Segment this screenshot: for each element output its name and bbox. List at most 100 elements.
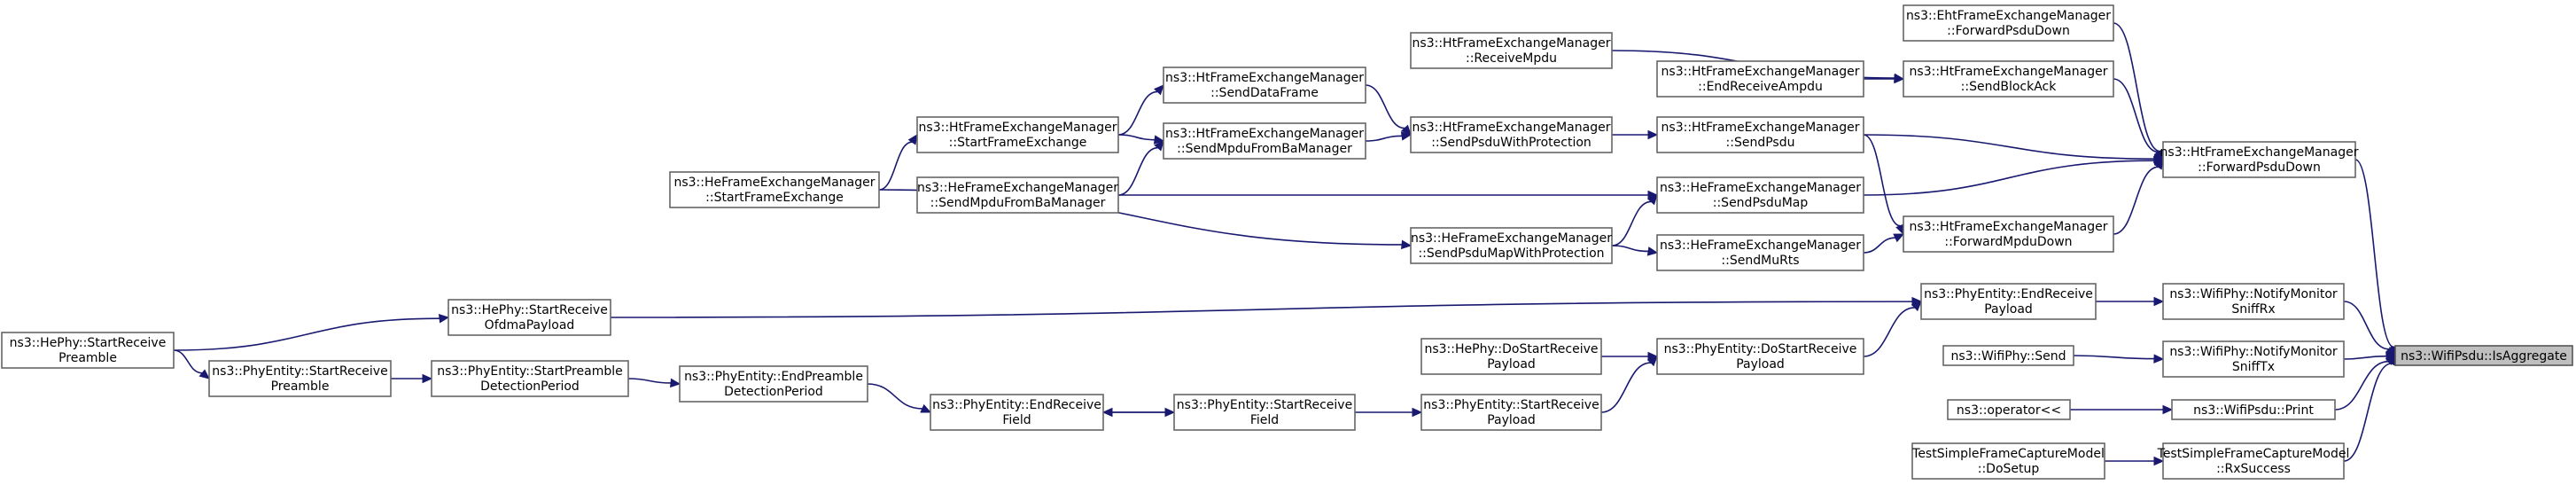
- node-label-line: ::ForwardPsduDown: [1947, 24, 2070, 38]
- edge-ht-fwdmpdu-to-he-sendmurts: [1863, 233, 1905, 254]
- node-label-line: ns3::HtFrameExchangeManager: [1413, 121, 1611, 135]
- edge-arrowhead: [907, 133, 918, 145]
- node-label-line: ns3::PhyEntity::StartReceive: [1423, 398, 1599, 412]
- edge-line: [1365, 135, 1403, 142]
- edge-ht-fwdpsdu-to-eht-fwd: [2113, 22, 2165, 161]
- edge-line: [1117, 146, 1158, 196]
- graph-node-he-startfe[interactable]: ns3::HeFrameExchangeManager::StartFrameE…: [669, 171, 880, 208]
- node-label-line: Preamble: [271, 379, 330, 394]
- edge-ht-startfe-to-he-startfe: [878, 133, 918, 191]
- edge-psdu-print-to-op-shl: [2070, 404, 2174, 415]
- node-label-line: OfdmaPayload: [485, 318, 575, 332]
- graph-node-pe-startpreamble[interactable]: ns3::PhyEntity::StartPreambleDetectionPe…: [431, 360, 629, 397]
- edge-pe-endrxpayload-to-pe-dostartrxpayload: [1863, 301, 1922, 357]
- graph-node-ht-sendpsdu[interactable]: ns3::HtFrameExchangeManager::SendPsdu: [1656, 116, 1864, 153]
- graph-node-he-sendmurts[interactable]: ns3::HeFrameExchangeManager::SendMuRts: [1656, 234, 1864, 271]
- node-box: [1656, 60, 1864, 98]
- graph-node-ht-sendmpduba[interactable]: ns3::HtFrameExchangeManager::SendMpduFro…: [1163, 122, 1366, 160]
- node-label-line: ns3::HtFrameExchangeManager: [1662, 121, 1860, 135]
- node-label-line: ns3::HeFrameExchangeManager: [1411, 231, 1612, 246]
- edge-ht-fwdpsdu-to-ht-sendpsdu: [1863, 134, 2165, 164]
- edge-arrowhead: [1401, 124, 1412, 136]
- edge-isagg-to-test-rxsuccess: [2343, 354, 2396, 462]
- node-label-line: ns3::HtFrameExchangeManager: [1165, 71, 1364, 85]
- edge-line: [2073, 355, 2155, 360]
- edges-layer: [173, 22, 2399, 466]
- edge-ht-sendpsdu-to-ht-sendpsduprot: [1611, 129, 1659, 140]
- edge-ht-senddata-to-ht-startfe: [1117, 84, 1164, 136]
- graph-node-ht-endrxampdu[interactable]: ns3::HtFrameExchangeManager::EndReceiveA…: [1656, 60, 1864, 98]
- graph-node-ht-sba[interactable]: ns3::HtFrameExchangeManager::SendBlockAc…: [1903, 60, 2114, 98]
- edge-line: [2354, 159, 2394, 348]
- edge-arrowhead: [2153, 158, 2164, 170]
- node-label-line: ::SendBlockAck: [1961, 80, 2058, 94]
- node-box: [1656, 116, 1864, 153]
- node-box: [2171, 399, 2336, 420]
- node-label-line: ::EndReceiveAmpdu: [1698, 80, 1823, 94]
- graph-node-psdu-print[interactable]: ns3::WifiPsdu::Print: [2171, 399, 2336, 420]
- node-box: [1420, 338, 1602, 375]
- node-label-line: ::DoSetup: [1978, 462, 2040, 476]
- graph-node-he-sendpsdumapprot[interactable]: ns3::HeFrameExchangeManager::SendPsduMap…: [1410, 227, 1613, 264]
- node-box: [1, 332, 175, 369]
- node-box: [431, 360, 629, 397]
- edge-he-sendpsdumap-to-he-sendpsdumapprot: [1611, 194, 1658, 246]
- node-label-line: ::RxSuccess: [2216, 462, 2291, 476]
- graph-node-test-dosetup[interactable]: TestSimpleFrameCaptureModel::DoSetup: [1911, 442, 2105, 480]
- node-label-line: ns3::PhyEntity::StartReceive: [212, 364, 387, 379]
- edge-arrowhead: [2153, 354, 2165, 364]
- node-label-line: ns3::HtFrameExchangeManager: [919, 121, 1117, 135]
- graph-node-test-rxsuccess[interactable]: TestSimpleFrameCaptureModel::RxSuccess: [2157, 442, 2350, 480]
- graph-node-ht-fwdpsdu[interactable]: ns3::HtFrameExchangeManager::ForwardPsdu…: [2160, 141, 2359, 178]
- graph-node-ht-startfe[interactable]: ns3::HtFrameExchangeManager::StartFrameE…: [916, 116, 1119, 153]
- node-label-line: Payload: [1736, 357, 1785, 372]
- graph-node-ht-sendpsduprot[interactable]: ns3::HtFrameExchangeManager::SendPsduWit…: [1410, 116, 1613, 153]
- edge-arrowhead: [920, 403, 932, 413]
- edge-arrowhead: [2162, 404, 2174, 415]
- node-label-line: ns3::WifiPsdu::Print: [2193, 403, 2314, 418]
- node-label-line: TestSimpleFrameCaptureModel: [2157, 447, 2350, 461]
- edge-line: [2343, 301, 2390, 350]
- edge-line: [2334, 360, 2389, 411]
- edge-line: [2343, 355, 2387, 360]
- graph-node-he-sendpsdumap[interactable]: ns3::HeFrameExchangeManager::SendPsduMap: [1656, 176, 1864, 214]
- node-box: [1656, 234, 1864, 271]
- node-label-line: ::SendMpduFromBaManager: [930, 196, 1106, 210]
- node-label-line: ns3::HeFrameExchangeManager: [1660, 239, 1861, 253]
- edge-line: [2343, 363, 2392, 462]
- graph-node-pe-endpreamble[interactable]: ns3::PhyEntity::EndPreambleDetectionPeri…: [679, 365, 868, 403]
- graph-node-isagg[interactable]: ns3::WifiPsdu::IsAggregate: [2394, 345, 2573, 366]
- edge-arrowhead: [670, 378, 681, 388]
- edge-line: [878, 141, 913, 191]
- node-box: [1420, 394, 1602, 431]
- edge-ht-fwdpsdu-to-ht-fwdmpdu: [2113, 158, 2164, 235]
- graph-node-wp-send[interactable]: ns3::WifiPhy::Send: [1942, 345, 2074, 366]
- node-label-line: Payload: [1984, 302, 2033, 317]
- edge-arrowhead: [1154, 140, 1164, 152]
- graph-node-ht-fwdmpdu[interactable]: ns3::HtFrameExchangeManager::ForwardMpdu…: [1903, 215, 2114, 253]
- node-box: [1173, 394, 1356, 431]
- node-label-line: ns3::HeFrameExchangeManager: [1660, 181, 1861, 195]
- edge-arrowhead: [198, 369, 210, 379]
- node-label-line: ns3::HtFrameExchangeManager: [1662, 65, 1860, 79]
- graph-node-ht-rxmpdu[interactable]: ns3::HtFrameExchangeManager::ReceiveMpdu: [1410, 32, 1613, 69]
- graph-node-eht-fwd[interactable]: ns3::EhtFrameExchangeManager::ForwardPsd…: [1903, 4, 2114, 42]
- edge-arrowhead: [1154, 84, 1164, 96]
- graph-node-ht-senddata[interactable]: ns3::HtFrameExchangeManager::SendDataFra…: [1163, 66, 1366, 104]
- node-label-line: ::SendPsduWithProtection: [1431, 136, 1592, 150]
- node-label-line: ::SendMuRts: [1721, 254, 1799, 268]
- node-label-line: ns3::WifiPhy::Send: [1950, 349, 2066, 364]
- graph-node-op-shl[interactable]: ns3::operator<<: [1947, 399, 2071, 420]
- graph-node-he-sendmpduba[interactable]: ns3::HeFrameExchangeManager::SendMpduFro…: [916, 176, 1119, 214]
